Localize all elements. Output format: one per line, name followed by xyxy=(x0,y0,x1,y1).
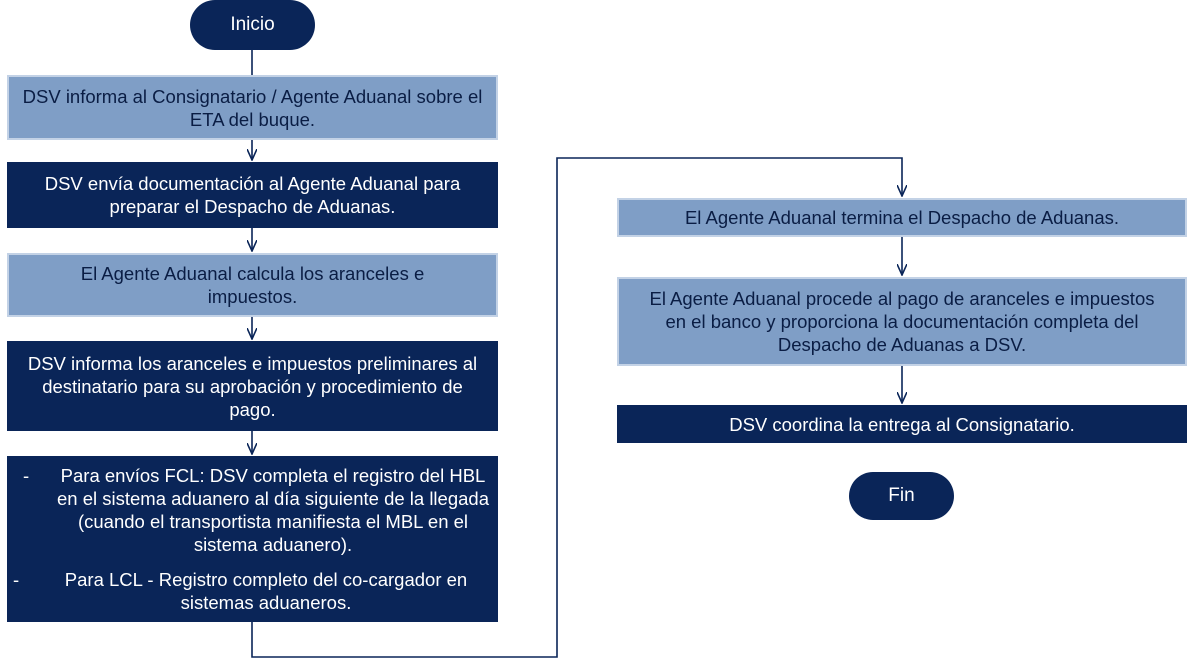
step-5-bullet-2: Para LCL - Registro completo del co-carg… xyxy=(64,569,468,613)
start-label: Inicio xyxy=(230,14,275,35)
step-7-box: El Agente Aduanal procede al pago de ara… xyxy=(617,277,1187,366)
step-2-box: DSV envía documentación al Agente Aduana… xyxy=(7,162,498,228)
step-5-bullet-1: Para envíos FCL: DSV completa el registr… xyxy=(57,465,489,555)
step-4-text: DSV informa los aranceles e impuestos pr… xyxy=(27,352,478,420)
step-1-box: DSV informa al Consignatario / Agente Ad… xyxy=(7,75,498,140)
end-terminal: Fin xyxy=(849,472,954,520)
start-terminal: Inicio xyxy=(190,0,315,50)
step-4-box: DSV informa los aranceles e impuestos pr… xyxy=(7,341,498,431)
step-6-text: El Agente Aduanal termina el Despacho de… xyxy=(684,207,1120,228)
step-3-text: El Agente Aduanal calcula los aranceles … xyxy=(80,263,425,307)
bullet-dash-2: - xyxy=(13,569,20,590)
step-8-box: DSV coordina la entrega al Consignatario… xyxy=(617,405,1187,443)
step-2-text: DSV envía documentación al Agente Aduana… xyxy=(44,173,461,217)
step-6-box: El Agente Aduanal termina el Despacho de… xyxy=(617,198,1187,237)
bullet-dash-1: - xyxy=(23,465,30,486)
connector-step5-step6 xyxy=(251,157,902,658)
step-3-box: El Agente Aduanal calcula los aranceles … xyxy=(7,253,498,317)
step-1-text: DSV informa al Consignatario / Agente Ad… xyxy=(22,85,483,130)
step-7-text: El Agente Aduanal procede al pago de ara… xyxy=(649,288,1155,355)
step-5-box: - - Para envíos FCL: DSV completa el reg… xyxy=(7,456,498,622)
step-8-text: DSV coordina la entrega al Consignatario… xyxy=(729,413,1075,435)
end-label: Fin xyxy=(888,485,915,506)
